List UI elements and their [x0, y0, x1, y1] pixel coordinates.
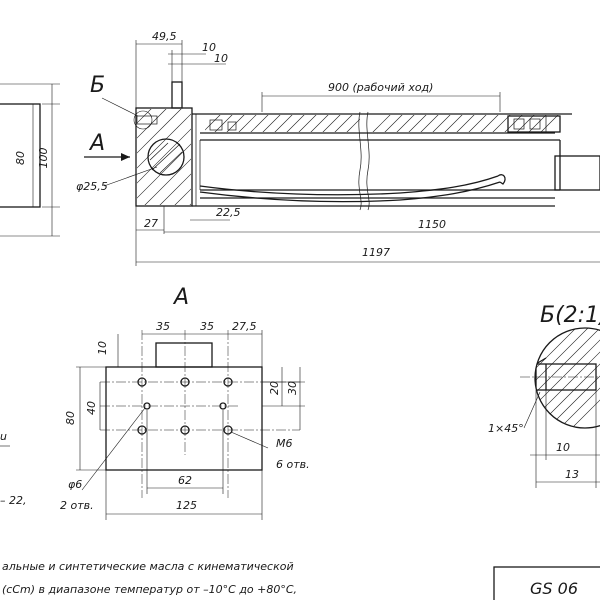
dim-80: 80: [14, 151, 27, 165]
view-a-marker: А: [88, 131, 105, 156]
view-a-dim-10: 10: [96, 341, 109, 355]
left-fragment-22: – 22,: [0, 494, 27, 507]
view-a-dim-27-5: 27,5: [232, 320, 257, 333]
title-block: GS 06: [493, 566, 600, 600]
view-a-hole-m6: М6: [276, 437, 293, 450]
top-dimensions: 49,5 10 10 900 (рабочий ход) Б А φ25,5 2…: [76, 30, 600, 266]
view-a-dim-35-b: 35: [200, 320, 214, 333]
view-a: А 35 35 27,5 10 80 40: [60, 285, 310, 520]
view-a-hole-m6-qty: 6 отв.: [276, 458, 310, 471]
left-fragment-u: u: [0, 430, 7, 443]
view-b-chamfer: 1×45°: [488, 422, 524, 435]
view-a-dim-125: 125: [176, 499, 197, 512]
notes: альные и синтетические масла с кинематич…: [2, 560, 297, 596]
view-b-title: Б(2:1): [540, 303, 600, 328]
view-a-dim-62: 62: [178, 474, 192, 487]
title-block-code: GS 06: [530, 579, 578, 598]
dim-22-5: 22,5: [216, 206, 241, 219]
dim-stroke: 900 (рабочий ход): [328, 81, 433, 94]
view-a-dim-40: 40: [85, 401, 98, 415]
section-b-marker: Б: [90, 73, 105, 98]
notes-line-1: альные и синтетические масла с кинематич…: [2, 560, 294, 573]
view-a-plate: [105, 366, 263, 471]
dim-100: 100: [37, 148, 50, 169]
dim-d25-5: φ25,5: [76, 180, 108, 193]
left-end-block: [0, 103, 41, 208]
dim-10-a: 10: [202, 41, 216, 54]
notes-line-2: (cCm) в диапазоне температур от –10°С до…: [2, 583, 297, 596]
dim-1197: 1197: [362, 246, 390, 259]
dim-27: 27: [144, 217, 158, 230]
view-a-dim-35-a: 35: [156, 320, 170, 333]
view-a-hole-d6-qty: 2 отв.: [60, 499, 94, 512]
view-b-dim-10: 10: [556, 441, 570, 454]
view-a-dim-20: 20: [268, 381, 281, 395]
dim-10-b: 10: [214, 52, 228, 65]
view-b-dim-13: 13: [565, 468, 579, 481]
left-fragments: u – 22,: [0, 430, 27, 507]
view-a-hole-d6: φ6: [68, 478, 82, 491]
view-a-title: А: [172, 285, 189, 310]
view-a-dim-80: 80: [64, 411, 77, 425]
cylinder-side-view: 80 100: [0, 81, 600, 237]
view-a-dim-30: 30: [286, 381, 299, 395]
top-pin: [171, 81, 183, 109]
dim-1150: 1150: [418, 218, 446, 231]
view-b: Б(2:1) 1×45°: [488, 303, 600, 488]
head-hatch: [133, 109, 191, 205]
dim-49-5: 49,5: [152, 30, 177, 43]
